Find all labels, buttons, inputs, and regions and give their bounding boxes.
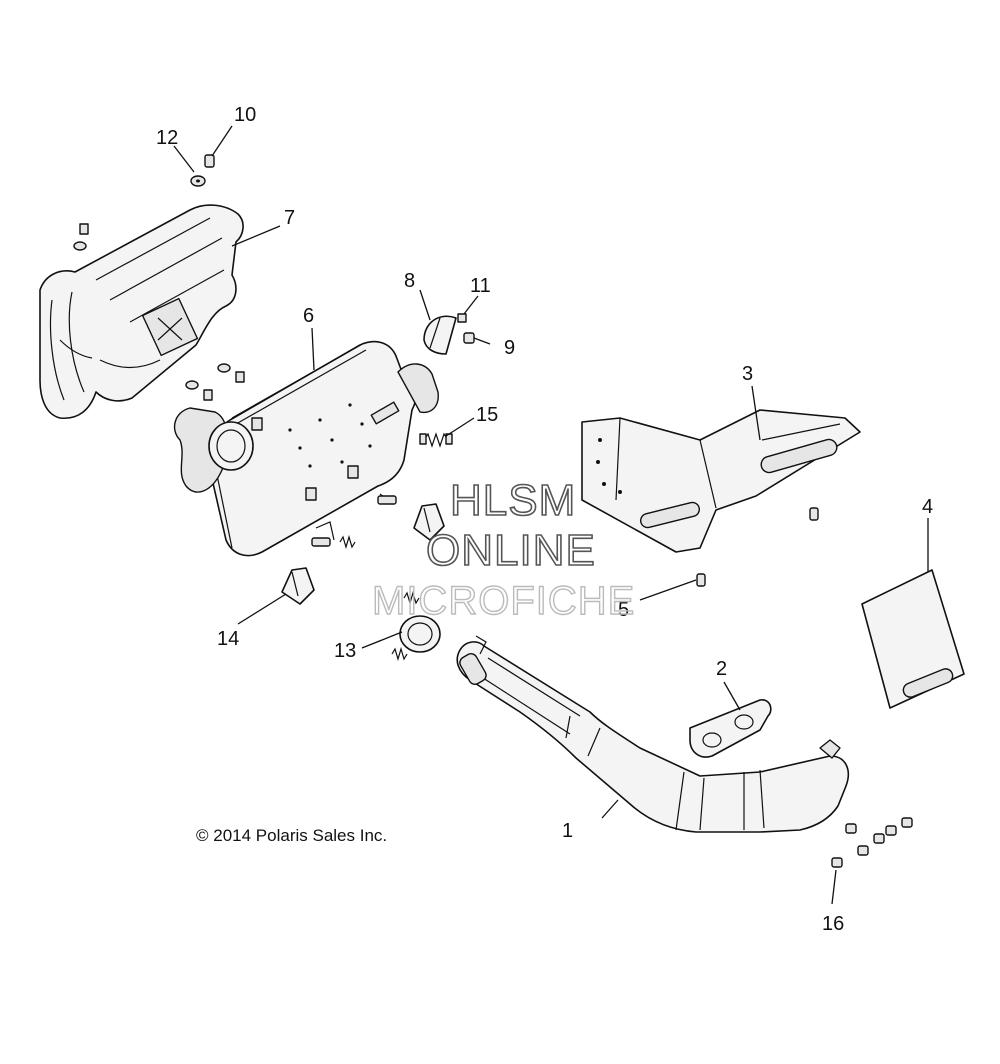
plate-part-4[interactable] [861, 569, 965, 709]
callout-5: 5 [618, 599, 629, 621]
bracket-shield-part-3[interactable] [581, 409, 861, 553]
bolt-part-9[interactable] [463, 332, 475, 344]
callout-labels: 1 2 3 4 5 6 7 8 9 10 11 12 13 14 15 16 [156, 104, 933, 935]
callout-9: 9 [504, 337, 515, 359]
callout-11: 11 [470, 275, 491, 297]
screw-part-5[interactable] [696, 507, 819, 587]
leader-lines [173, 125, 929, 905]
watermark-line-2: ONLINE [426, 526, 596, 575]
isolator-part-14[interactable] [281, 503, 445, 605]
bolt-part-16[interactable] [831, 817, 913, 868]
callout-2: 2 [716, 658, 727, 680]
callout-8: 8 [404, 270, 415, 292]
cap-part-8[interactable] [423, 315, 457, 355]
callout-6: 6 [303, 305, 314, 327]
callout-4: 4 [922, 496, 933, 518]
callout-3: 3 [742, 363, 753, 385]
muffler-part-6[interactable] [173, 340, 439, 557]
nut-part-11[interactable] [457, 313, 467, 323]
gasket-part-2[interactable] [689, 699, 772, 758]
callout-13: 13 [334, 640, 356, 662]
callout-15: 15 [476, 404, 498, 426]
copyright-text: © 2014 Polaris Sales Inc. [196, 826, 387, 845]
heat-shield-part-7[interactable] [39, 204, 244, 419]
callout-1: 1 [562, 820, 573, 842]
bolt-part-10[interactable] [204, 154, 215, 168]
callout-7: 7 [284, 207, 295, 229]
shield-fastener-group[interactable] [73, 223, 245, 401]
callout-16: 16 [822, 913, 844, 935]
watermark-line-3: MICROFICHE [372, 579, 635, 623]
muffler-stud-group[interactable] [311, 495, 397, 547]
washer-part-12[interactable] [190, 175, 206, 187]
gasket-ring-part-13[interactable] [399, 615, 441, 653]
callout-12: 12 [156, 127, 178, 149]
watermark-line-1: HLSM [450, 476, 576, 525]
callout-10: 10 [234, 104, 256, 126]
spring-lower-group[interactable] [339, 534, 420, 662]
watermark: HLSM ONLINE MICROFICHE [371, 475, 635, 624]
callout-14: 14 [217, 628, 239, 650]
head-pipe-part-1[interactable] [456, 635, 850, 833]
